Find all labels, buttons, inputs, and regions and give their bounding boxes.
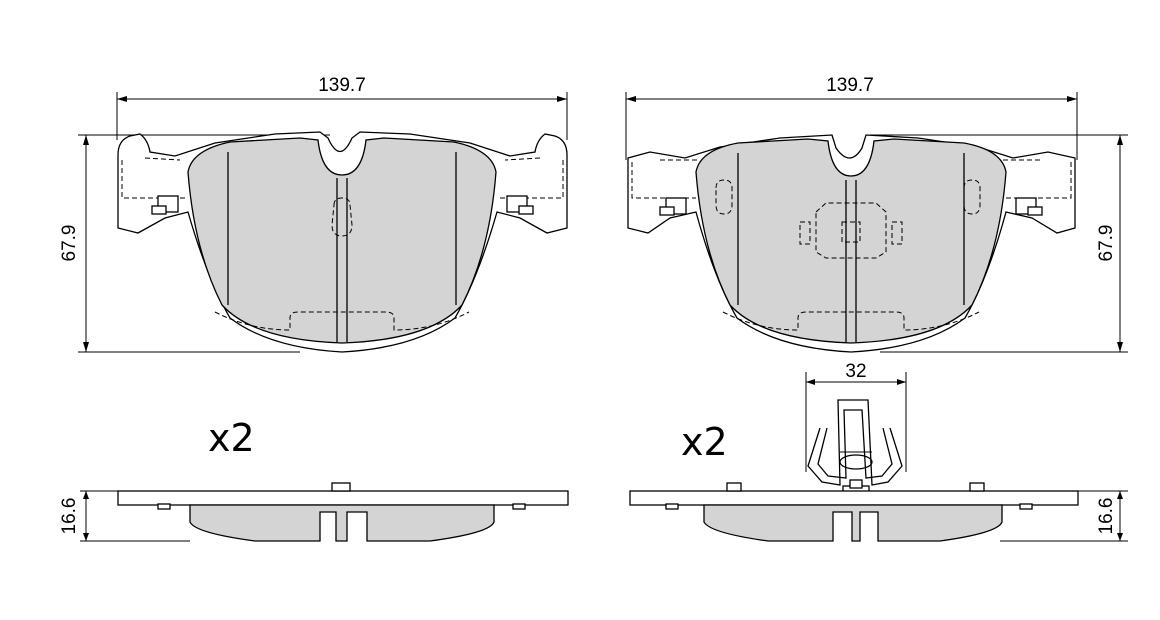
right-height-dimension: 67.9 <box>1096 225 1117 262</box>
right-pad-front-view: 139.7 67.9 <box>625 75 1128 353</box>
left-pad-front-view: 139.7 67.9 <box>59 75 568 353</box>
left-height-dimension: 67.9 <box>59 225 80 262</box>
clip-width-dimension: 32 <box>845 361 866 382</box>
spring-clip <box>807 399 903 486</box>
left-thickness-dimension: 16.6 <box>59 498 80 535</box>
left-width-dimension: 139.7 <box>318 75 366 96</box>
right-thickness-dimension: 16.6 <box>1096 498 1117 535</box>
right-quantity-label: x2 <box>681 420 728 464</box>
right-pad-side-view: 32 16.6 <box>629 361 1128 542</box>
right-width-dimension: 139.7 <box>826 75 874 96</box>
left-quantity-label: x2 <box>208 416 255 460</box>
left-pad-side-view: 16.6 <box>59 482 569 542</box>
